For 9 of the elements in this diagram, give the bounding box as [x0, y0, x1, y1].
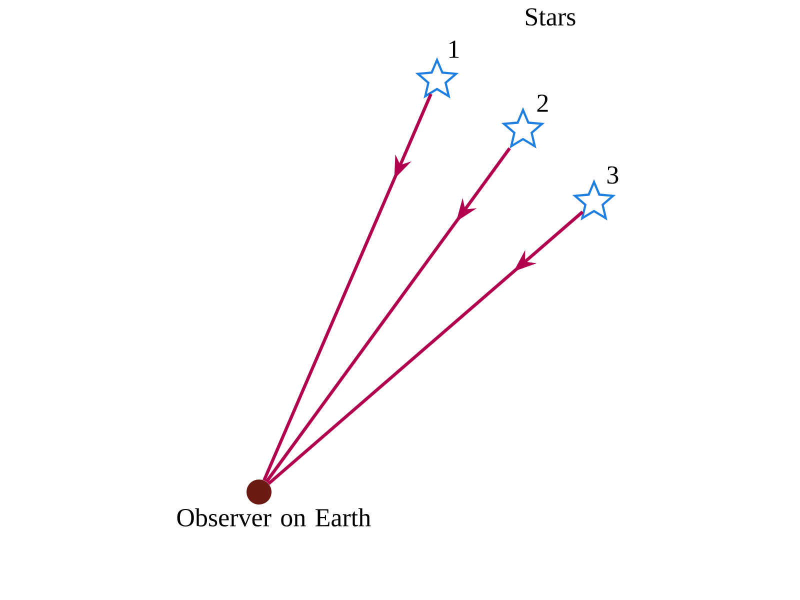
star-number: 1 — [450, 40, 459, 58]
star-number: 3 — [607, 166, 618, 184]
arrow — [262, 93, 432, 481]
arrow — [265, 147, 511, 483]
star-number: 2 — [537, 94, 548, 112]
arrow — [268, 210, 584, 485]
observer-dot — [246, 480, 272, 504]
observer-label: Observer on Earth — [177, 508, 371, 526]
heading: Stars — [526, 8, 576, 26]
